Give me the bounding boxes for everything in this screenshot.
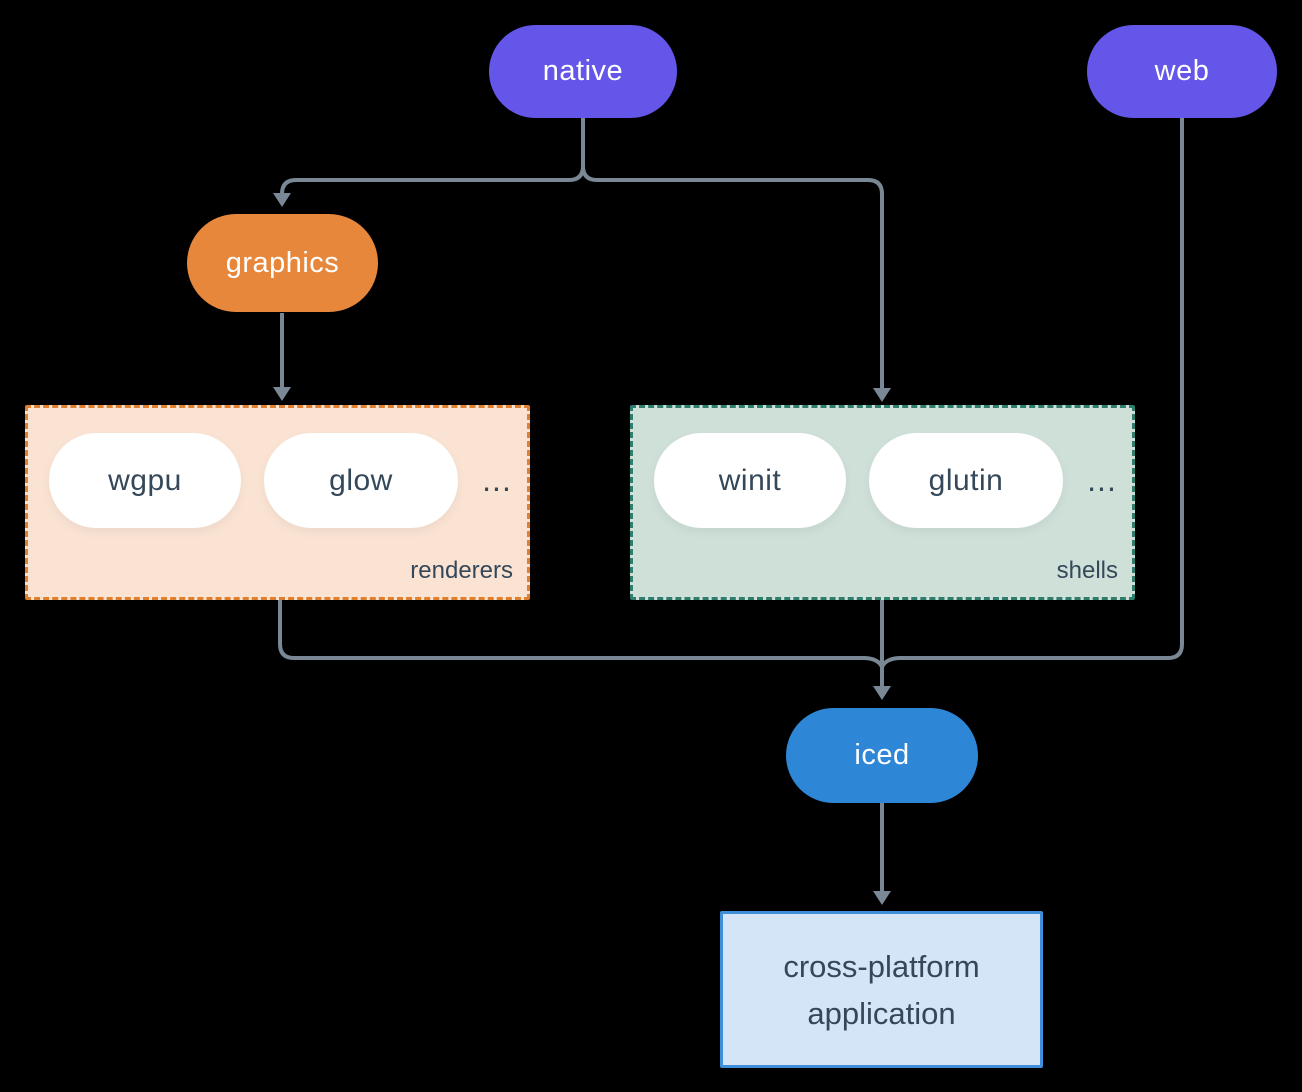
node-iced: iced: [786, 708, 978, 803]
edge-native-to-graphics: [280, 165, 585, 196]
node-wgpu: wgpu: [49, 433, 241, 528]
group-renderers: wgpu glow ... renderers: [25, 405, 530, 600]
arrowhead-renderers: [273, 387, 291, 401]
node-iced-label: iced: [854, 739, 910, 771]
arrowhead-graphics: [273, 193, 291, 207]
node-glutin: glutin: [869, 433, 1063, 528]
renderers-group-label: renderers: [410, 557, 513, 584]
edge-renderers-to-iced: [278, 600, 884, 668]
application-label-line2: application: [807, 995, 956, 1031]
group-shells: winit glutin ... shells: [630, 405, 1135, 600]
node-winit: winit: [654, 433, 846, 528]
node-web: web: [1087, 25, 1277, 118]
arrowhead-shells: [873, 388, 891, 402]
node-glow: glow: [264, 433, 458, 528]
edge-web-to-iced: [880, 118, 1184, 668]
shells-ellipsis: ...: [1087, 462, 1117, 498]
node-glow-label: glow: [329, 463, 393, 497]
node-glutin-label: glutin: [928, 463, 1004, 497]
node-graphics: graphics: [187, 214, 378, 312]
node-graphics-label: graphics: [225, 246, 340, 279]
node-wgpu-label: wgpu: [108, 463, 182, 497]
node-application: cross-platform application: [720, 911, 1043, 1068]
node-web-label: web: [1154, 55, 1210, 87]
shells-group-label: shells: [1056, 557, 1118, 584]
arrowhead-application: [873, 891, 891, 905]
edge-native-to-shells: [581, 165, 884, 390]
renderers-ellipsis: ...: [482, 462, 512, 498]
application-label-line1: cross-platform: [783, 948, 980, 984]
node-native: native: [489, 25, 677, 118]
node-winit-label: winit: [718, 463, 782, 497]
node-native-label: native: [542, 55, 624, 87]
arrowhead-iced: [873, 686, 891, 700]
